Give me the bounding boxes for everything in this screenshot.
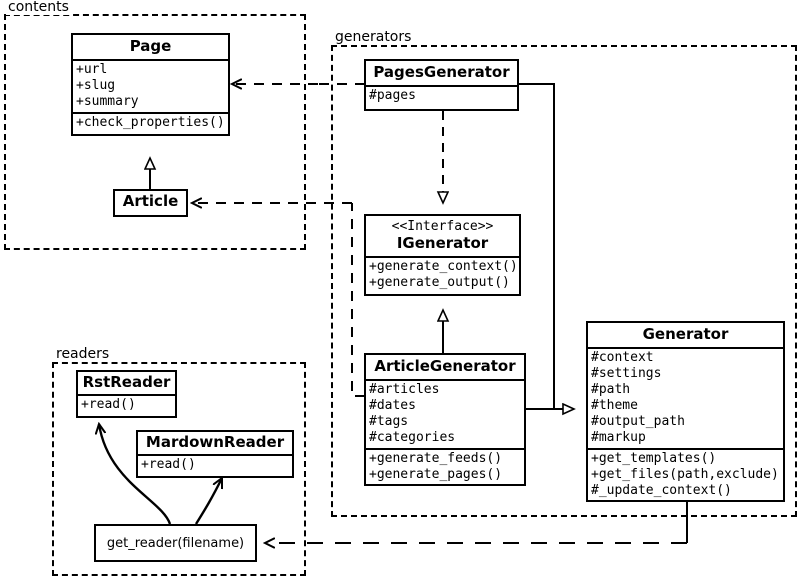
class-mardownreader-operations: +read() xyxy=(138,454,292,475)
class-generator-title: Generator xyxy=(642,325,729,343)
operation-row: #_update_context() xyxy=(591,483,732,498)
class-page-title: Page xyxy=(129,37,172,55)
attribute-row: #articles xyxy=(369,382,440,397)
operation-row: +get_templates() xyxy=(591,451,717,466)
class-generator-operations: +get_templates() +get_files(path,exclude… xyxy=(588,448,783,501)
attribute-row: #pages xyxy=(369,88,416,103)
class-articlegenerator-operations: +generate_feeds() +generate_pages() xyxy=(366,448,524,485)
operation-row: +check_properties() xyxy=(76,115,225,130)
class-igenerator[interactable]: <<Interface>> IGenerator +generate_conte… xyxy=(364,214,521,296)
operation-row: +read() xyxy=(81,397,136,412)
attribute-row: #tags xyxy=(369,414,409,429)
attribute-row: +url xyxy=(76,62,108,77)
class-pagesgenerator-attributes: #pages xyxy=(366,85,517,106)
package-generators xyxy=(331,45,797,517)
package-contents xyxy=(4,14,306,250)
attribute-row: #output_path xyxy=(591,414,685,429)
class-page-operations: +check_properties() xyxy=(73,112,228,133)
class-articlegenerator-title: ArticleGenerator xyxy=(374,357,516,375)
class-mardownreader[interactable]: MardownReader +read() xyxy=(136,430,294,478)
attribute-row: #dates xyxy=(369,398,416,413)
class-article[interactable]: Article xyxy=(113,189,188,217)
class-articlegenerator[interactable]: ArticleGenerator #articles #dates #tags … xyxy=(364,353,526,486)
attribute-row: #markup xyxy=(591,430,646,445)
class-mardownreader-title: MardownReader xyxy=(145,433,285,451)
class-articlegenerator-attributes: #articles #dates #tags #categories xyxy=(366,379,524,448)
attribute-row: +summary xyxy=(76,94,139,109)
package-readers-label: readers xyxy=(54,347,113,362)
package-generators-label: generators xyxy=(333,30,415,45)
class-igenerator-operations: +generate_context() +generate_output() xyxy=(366,256,519,293)
attribute-row: #theme xyxy=(591,398,638,413)
operation-row: +get_files(path,exclude) xyxy=(591,467,779,482)
operation-row: +generate_context() xyxy=(369,259,518,274)
class-pagesgenerator-title: PagesGenerator xyxy=(373,63,510,81)
class-generator[interactable]: Generator #context #settings #path #them… xyxy=(586,321,785,502)
class-igenerator-name: IGenerator xyxy=(396,234,489,252)
attribute-row: #context xyxy=(591,350,654,365)
package-readers xyxy=(52,362,306,576)
class-rstreader[interactable]: RstReader +read() xyxy=(76,370,177,418)
node-get-reader[interactable]: get_reader(filename) xyxy=(94,524,257,562)
operation-row: +generate_pages() xyxy=(369,467,503,482)
operation-row: +generate_output() xyxy=(369,275,510,290)
class-article-title: Article xyxy=(122,192,179,210)
class-igenerator-stereotype: <<Interface>> xyxy=(391,219,494,234)
attribute-row: #categories xyxy=(369,430,456,445)
node-get-reader-label: get_reader(filename) xyxy=(106,535,245,551)
attribute-row: #settings xyxy=(591,366,662,381)
class-rstreader-operations: +read() xyxy=(78,394,175,415)
package-contents-label: contents xyxy=(6,0,72,15)
class-rstreader-title: RstReader xyxy=(82,373,171,391)
class-page[interactable]: Page +url +slug +summary +check_properti… xyxy=(71,33,230,136)
attribute-row: #path xyxy=(591,382,631,397)
operation-row: +generate_feeds() xyxy=(369,451,503,466)
class-pagesgenerator[interactable]: PagesGenerator #pages xyxy=(364,59,519,111)
operation-row: +read() xyxy=(141,457,196,472)
attribute-row: +slug xyxy=(76,78,116,93)
class-generator-attributes: #context #settings #path #theme #output_… xyxy=(588,347,783,448)
class-page-attributes: +url +slug +summary xyxy=(73,59,228,112)
class-igenerator-title: <<Interface>> IGenerator xyxy=(366,216,519,256)
